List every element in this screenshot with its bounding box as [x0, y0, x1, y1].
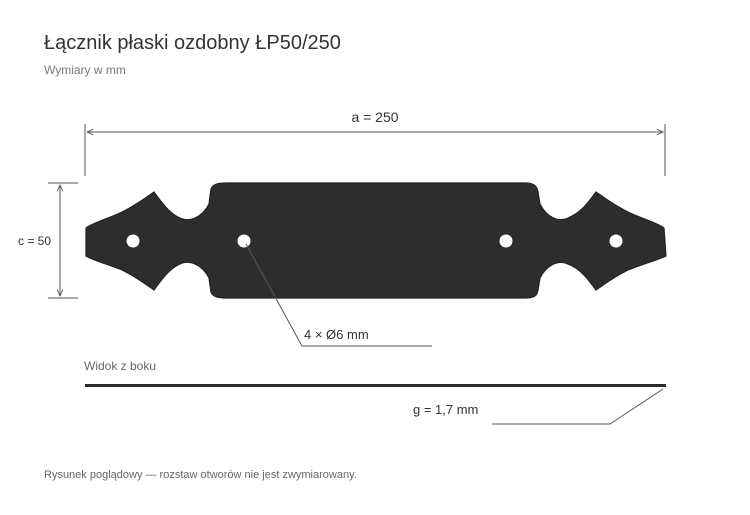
mounting-hole-1	[126, 234, 140, 248]
length-label: a = 250	[351, 109, 398, 125]
height-label: c = 50	[18, 234, 51, 248]
height-dimension: c = 50	[18, 182, 78, 299]
mounting-hole-3	[499, 234, 513, 248]
mounting-hole-4	[609, 234, 623, 248]
connector-plate	[85, 182, 667, 299]
mounting-hole-2	[237, 234, 251, 248]
side-view-label: Widok z boku	[84, 359, 156, 373]
thickness-label: g = 1,7 mm	[413, 402, 478, 417]
footnote: Rysunek poglądowy — rozstaw otworów nie …	[44, 469, 357, 481]
side-view-bar	[85, 384, 666, 387]
holes-leader-line	[245, 243, 432, 347]
holes-callout: 4 × Ø6 mm	[245, 243, 432, 347]
side-view: Widok z boku g = 1,7 mm	[84, 359, 666, 425]
length-dimension: a = 250	[84, 109, 666, 176]
page-title: Łącznik płaski ozdobny ŁP50/250	[44, 32, 341, 54]
thickness-leader-line	[492, 388, 664, 425]
holes-label: 4 × Ø6 mm	[304, 327, 369, 342]
units-note: Wymiary w mm	[44, 63, 126, 77]
plate-outline	[85, 182, 667, 299]
